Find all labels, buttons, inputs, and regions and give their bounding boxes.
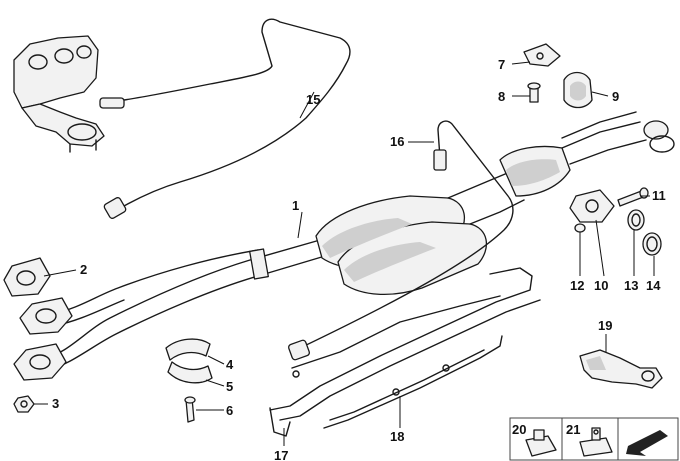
callout-19: 19 (598, 318, 612, 333)
callout-17: 17 (274, 448, 288, 461)
nut-12 (574, 223, 586, 233)
leader-lines (34, 61, 655, 446)
callout-1: 1 (292, 198, 299, 213)
callout-3: 3 (52, 396, 59, 411)
exhaust-pipe-assembly (13, 111, 675, 381)
bolt-11 (617, 187, 649, 207)
bracket-19 (579, 349, 663, 389)
bracket-assembly-17-18 (269, 267, 541, 437)
callout-labels: 1 2 3 4 5 6 7 8 9 10 11 12 13 14 15 16 1… (52, 57, 666, 461)
callout-6: 6 (226, 403, 233, 418)
callout-12: 12 (570, 278, 584, 293)
callout-13: 13 (624, 278, 638, 293)
callout-2: 2 (80, 262, 87, 277)
callout-15: 15 (306, 92, 320, 107)
seal-ring-13 (627, 209, 645, 231)
nut-3 (13, 395, 35, 413)
flange-10 (569, 189, 615, 223)
callout-14: 14 (646, 278, 661, 293)
callout-18: 18 (390, 429, 404, 444)
exhaust-manifold (13, 35, 105, 153)
accessory-box-20 (509, 417, 563, 461)
clamp-4-5 (165, 338, 213, 423)
rubber-mount-9 (563, 71, 593, 109)
bolt-8 (527, 82, 541, 103)
callout-8: 8 (498, 89, 505, 104)
accessory-box-21 (561, 417, 619, 461)
oxygen-sensor-16 (288, 120, 514, 361)
callout-11: 11 (652, 188, 666, 203)
callout-10: 10 (594, 278, 608, 293)
callout-20: 20 (512, 422, 526, 437)
callout-5: 5 (226, 379, 233, 394)
callout-4: 4 (226, 357, 234, 372)
callout-16: 16 (390, 134, 404, 149)
bracket-7 (523, 43, 561, 67)
callout-21: 21 (566, 422, 580, 437)
arrow-icon (626, 430, 668, 456)
seal-ring-14 (642, 232, 662, 256)
gasket-2 (3, 257, 51, 297)
oxygen-sensor-15 (99, 18, 351, 219)
callout-7: 7 (498, 57, 505, 72)
callout-9: 9 (612, 89, 619, 104)
nav-arrow-box[interactable] (617, 417, 679, 461)
